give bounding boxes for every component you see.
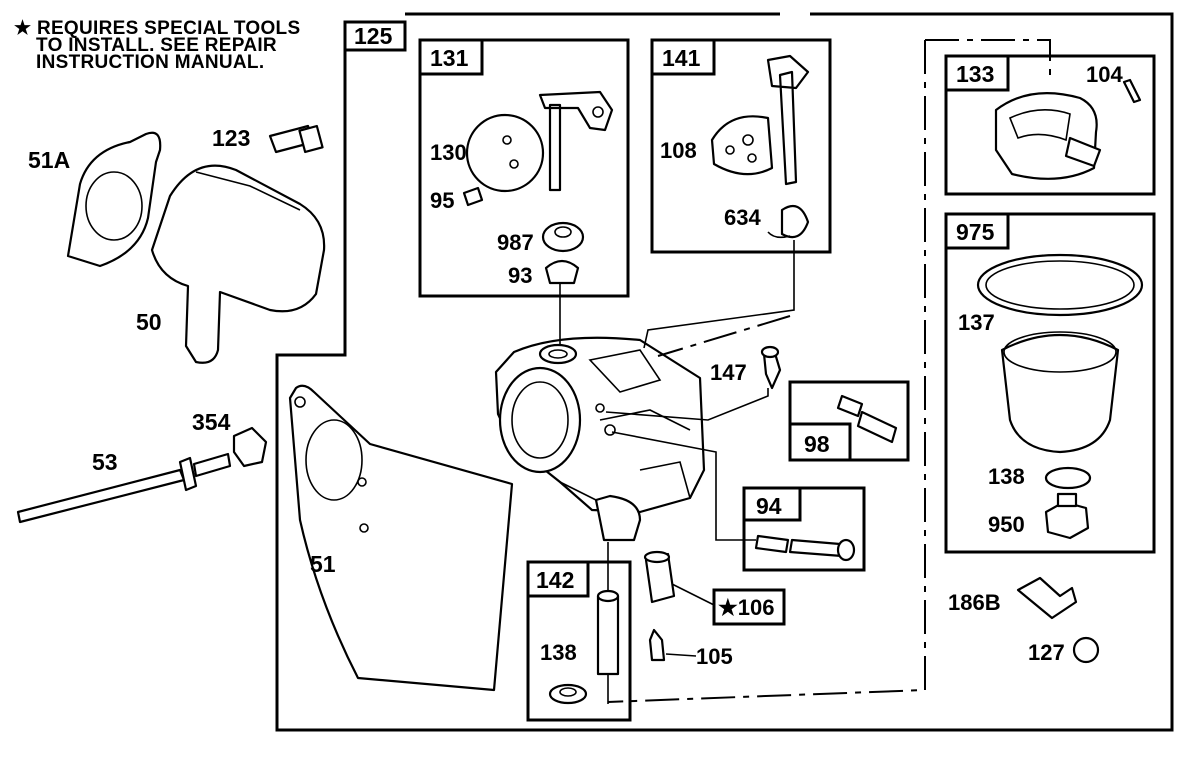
note-line-3: INSTRUCTION MANUAL. <box>36 52 265 73</box>
label-138-top: 138 <box>988 464 1025 489</box>
leader-106 <box>671 583 717 607</box>
bolt-123-head <box>298 124 324 154</box>
label-130: 130 <box>430 140 467 165</box>
label-105: 105 <box>696 644 733 669</box>
kit-975-label: 975 <box>956 219 995 245</box>
label-123: 123 <box>212 125 250 151</box>
label-93: 93 <box>508 263 532 288</box>
spring-634 <box>780 204 810 239</box>
washer-138-top <box>1044 466 1092 490</box>
kit-141-label: 141 <box>662 45 701 71</box>
screw-147-head <box>760 345 780 359</box>
screw-94-head <box>836 538 856 562</box>
screw-94 <box>788 538 844 558</box>
label-50: 50 <box>136 309 162 335</box>
kit-125-tag <box>343 20 407 52</box>
needle-105 <box>648 628 666 662</box>
label-108: 108 <box>660 138 697 163</box>
nut-354 <box>232 426 268 468</box>
kit-131-tag <box>418 38 484 76</box>
label-354: 354 <box>192 409 231 435</box>
screw-95 <box>462 186 484 207</box>
throttle-plate <box>465 113 545 193</box>
kit-975-tag <box>944 212 1010 250</box>
kit-141-box <box>650 38 832 254</box>
label-634: 634 <box>724 205 761 230</box>
float-hinge <box>1064 136 1102 168</box>
screw-98 <box>856 410 898 444</box>
label-137: 137 <box>958 310 995 335</box>
kit-94-tag <box>742 486 802 522</box>
label-95: 95 <box>430 188 454 213</box>
special-tools-note: ★ REQUIRES SPECIAL TOOLS TO INSTALL. SEE… <box>14 18 301 73</box>
emulsion-tube <box>596 594 620 676</box>
bowl-nut-950 <box>1044 500 1090 540</box>
kit-131-box <box>418 38 630 298</box>
choke-plate-108 <box>710 115 774 176</box>
stud-53-end <box>192 452 232 478</box>
kit-142-tag <box>526 560 590 598</box>
kit-133-tag <box>944 54 1010 92</box>
leader-147-to-body <box>605 388 769 421</box>
star-icon: ★ <box>14 18 32 39</box>
bushing-93 <box>544 259 580 285</box>
stud-53-collar <box>178 456 198 492</box>
label-51A: 51A <box>28 147 70 173</box>
kit-98-tag <box>788 422 852 462</box>
label-53: 53 <box>92 449 118 475</box>
label-127: 127 <box>1028 640 1065 665</box>
label-950: 950 <box>988 512 1025 537</box>
throttle-shaft <box>538 90 614 192</box>
kit-94-label: 94 <box>756 493 782 519</box>
elbow-186B <box>1016 576 1078 620</box>
choke-shaft <box>766 54 810 186</box>
kit-125-outline <box>275 12 1174 732</box>
kit-98-label: 98 <box>804 431 830 457</box>
kit-131-label: 131 <box>430 45 469 71</box>
carburetor-body <box>494 336 706 542</box>
leader-98-to-body <box>657 315 791 357</box>
label-138-bottom: 138 <box>540 640 577 665</box>
leader-94-to-body <box>611 431 756 541</box>
label-51: 51 <box>310 551 336 577</box>
gasket-51A <box>66 131 162 268</box>
kit-975-box <box>944 212 1156 554</box>
heat-shield-51 <box>288 384 514 692</box>
kit-142-label: 142 <box>536 567 574 593</box>
kit-133-label: 133 <box>956 61 994 87</box>
float-bowl <box>1000 333 1120 454</box>
intake-50 <box>150 164 326 364</box>
spring-94 <box>754 534 790 554</box>
kit-106-tag <box>712 588 786 626</box>
note-line-1: ★ REQUIRES SPECIAL TOOLS <box>14 18 301 39</box>
leader-634-to-body <box>643 240 795 349</box>
stud-53 <box>16 468 186 524</box>
kit-94-box <box>742 486 866 572</box>
gasket-137 <box>976 253 1144 317</box>
bowl-nut-stem <box>1056 492 1078 508</box>
label-104: 104 <box>1086 62 1123 87</box>
label-147: 147 <box>710 360 747 385</box>
cap-127 <box>1072 636 1100 664</box>
washer-138-bottom <box>548 683 588 705</box>
pin-104 <box>1122 78 1142 104</box>
kit-125-label: 125 <box>354 23 393 49</box>
kit-141-tag <box>650 38 716 76</box>
label-987: 987 <box>497 230 534 255</box>
kit-106-label: ★106 <box>718 595 774 620</box>
note-line-2: TO INSTALL. SEE REPAIR <box>36 35 277 56</box>
spring-98 <box>836 394 864 418</box>
leader-105 <box>665 653 697 657</box>
float-133 <box>994 92 1098 180</box>
assembly-path-right <box>607 39 1051 703</box>
label-186B: 186B <box>948 590 1001 615</box>
